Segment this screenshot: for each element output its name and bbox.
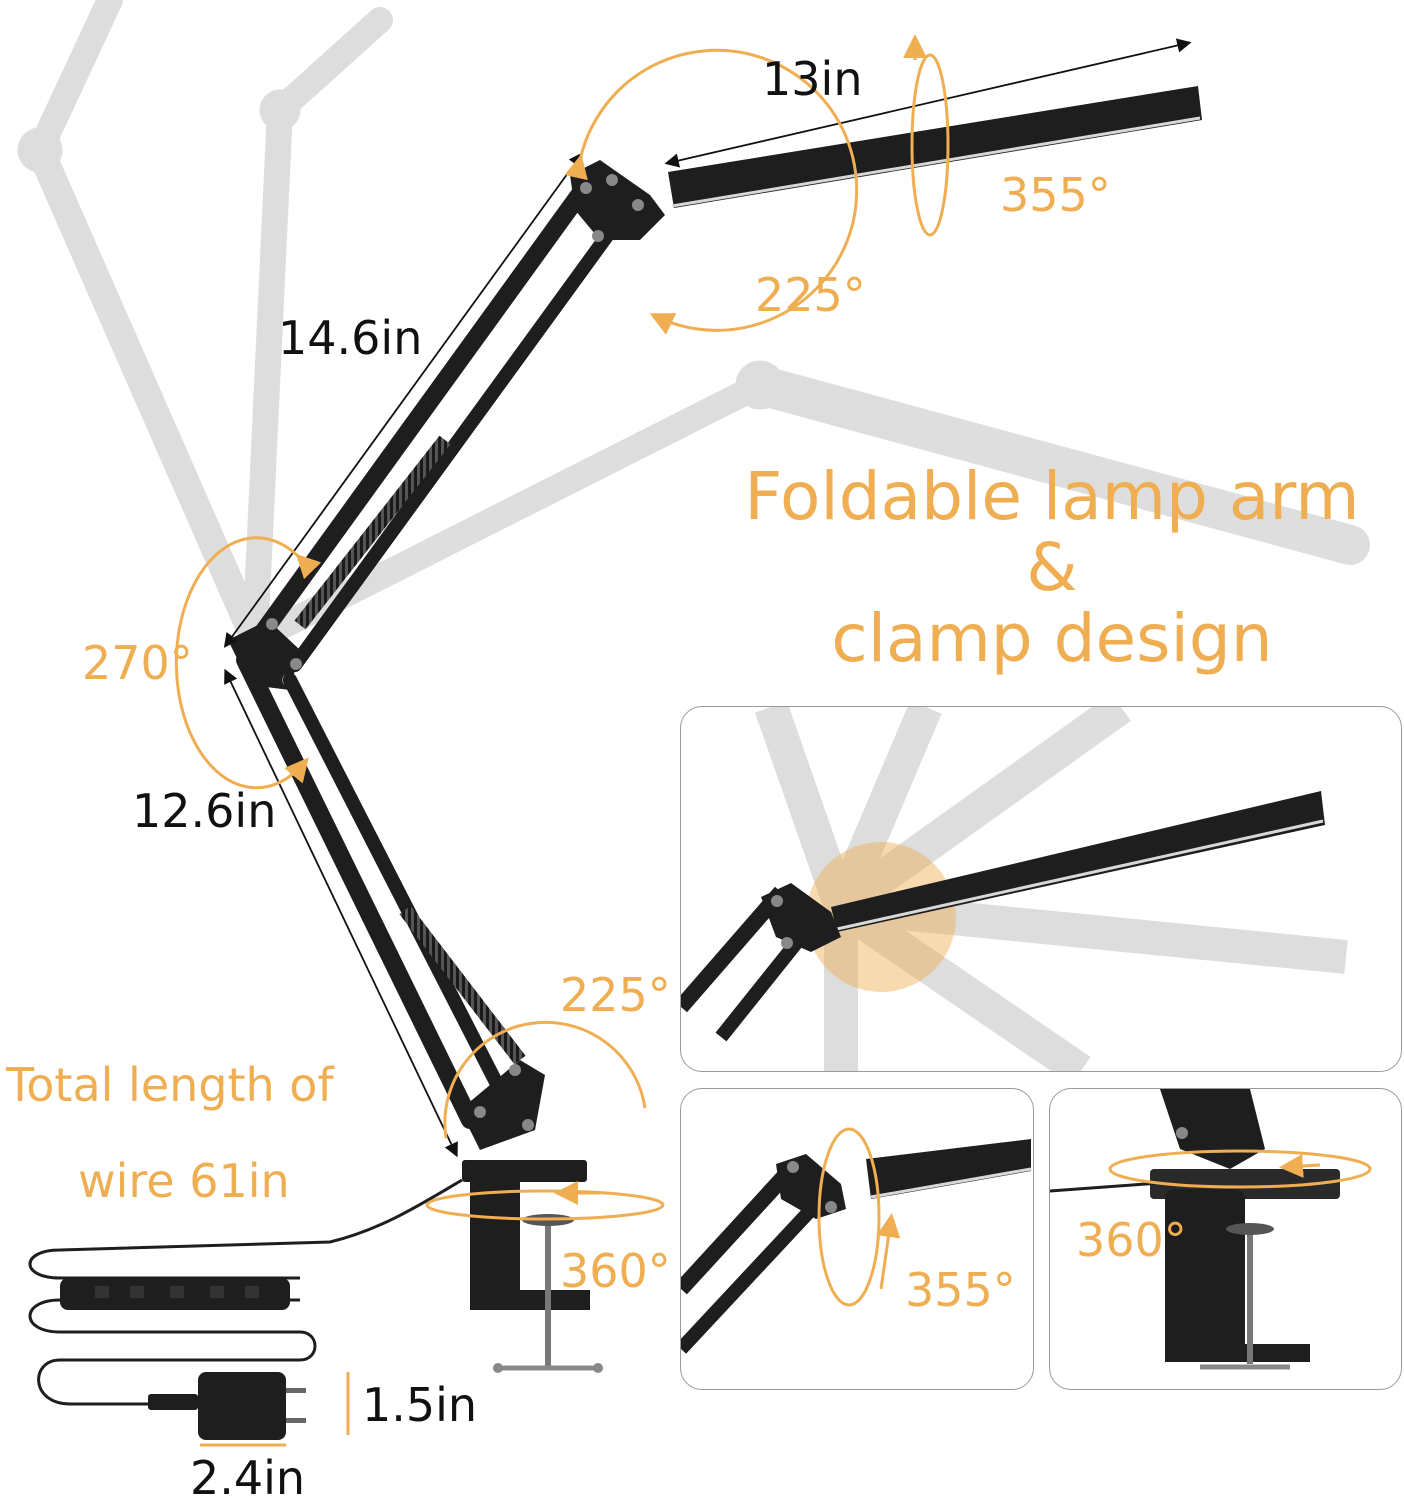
base-joint-angle-label: 225° xyxy=(560,968,671,1022)
detail-panel-head-joint xyxy=(680,706,1402,1072)
inline-controller xyxy=(60,1278,290,1310)
elbow-angle-label: 270° xyxy=(82,636,193,690)
headline-line2: & xyxy=(1026,529,1078,606)
rotation-arcs xyxy=(174,34,950,1221)
head-rotation-illustration xyxy=(681,1127,1032,1354)
base-rotation-label: 360° xyxy=(560,1244,671,1298)
lamp-head xyxy=(668,86,1202,208)
clamp-rotation-illustration xyxy=(1050,1089,1372,1370)
headline-line3: clamp design xyxy=(831,600,1273,677)
wire-length-label-line2: wire 61in xyxy=(78,1154,290,1208)
upper-arm-length-label: 14.6in xyxy=(278,311,423,365)
power-adapter xyxy=(148,1372,306,1440)
lower-arm-length-label: 12.6in xyxy=(132,784,277,838)
wire-length-label-line1: Total length of xyxy=(6,1058,334,1112)
power-cord xyxy=(28,1178,463,1406)
head-joint-sweep-illustration xyxy=(681,707,1348,1071)
lower-arm xyxy=(236,651,526,1129)
head-joint xyxy=(570,160,665,242)
detail-clamp-rotation-label: 360° xyxy=(1076,1213,1187,1267)
detail-head-rotation-label: 355° xyxy=(905,1263,1016,1317)
head-rotation-label: 355° xyxy=(1000,168,1111,222)
adapter-dimension-lines xyxy=(200,1372,350,1447)
lamp-head-length-label: 13in xyxy=(762,52,863,106)
detail-panel-head-rotation: 355° xyxy=(680,1088,1034,1390)
upper-arm xyxy=(241,171,622,672)
adapter-height-label: 1.5in xyxy=(362,1378,478,1432)
detail-panel-clamp-rotation: 360° xyxy=(1049,1088,1402,1390)
clamp-base xyxy=(460,1060,603,1373)
adapter-width-label: 2.4in xyxy=(190,1451,306,1505)
head-joint-angle-label: 225° xyxy=(755,268,866,322)
headline-line1: Foldable lamp arm xyxy=(744,458,1360,535)
